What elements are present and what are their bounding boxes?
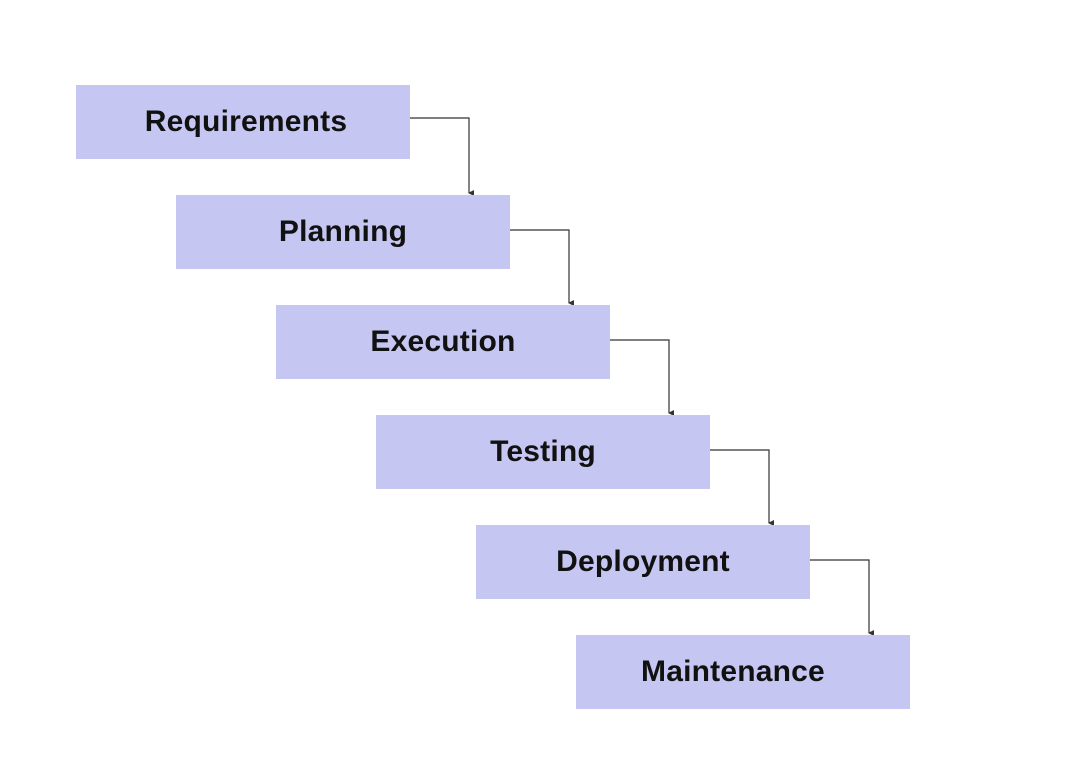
- step-label: Planning: [278, 215, 408, 248]
- connector-requirements-to-planning: [410, 117, 474, 196]
- step-deployment: Deployment: [476, 525, 810, 599]
- step-label: Maintenance: [641, 655, 825, 688]
- step-label: Testing: [490, 435, 596, 468]
- connector-testing-to-deployment: [710, 449, 774, 526]
- connector-execution-to-testing: [610, 339, 674, 416]
- step-maintenance: Maintenance: [576, 635, 910, 709]
- step-label: Execution: [370, 325, 516, 358]
- step-testing: Testing: [376, 415, 710, 489]
- connector-planning-to-execution: [510, 229, 574, 306]
- step-execution: Execution: [276, 305, 610, 379]
- step-planning: Planning: [176, 195, 510, 269]
- step-label: Deployment: [556, 545, 730, 578]
- step-requirements: Requirements: [76, 85, 410, 159]
- connector-deployment-to-maintenance: [810, 559, 874, 636]
- step-label: Requirements: [144, 105, 348, 138]
